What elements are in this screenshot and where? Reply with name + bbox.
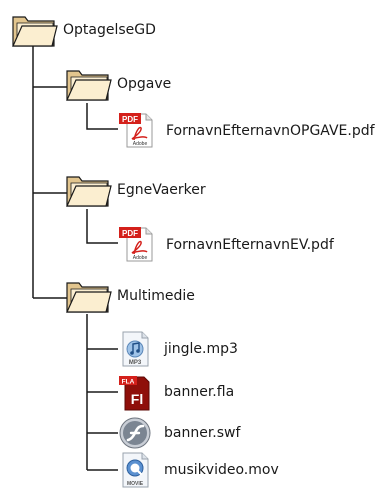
swf-icon <box>119 417 151 449</box>
pdf-icon: PDF Adobe <box>119 113 153 148</box>
file-label: jingle.mp3 <box>164 341 238 357</box>
folder-label: EgneVaerker <box>117 182 206 198</box>
file-musikvideo-mov[interactable]: MOVIE musikvideo.mov <box>118 451 279 489</box>
file-label: FornavnEfternavnEV.pdf <box>166 237 334 253</box>
pdf-icon: PDF Adobe <box>119 227 153 262</box>
root-folder-label: OptagelseGD <box>63 22 156 38</box>
file-label: banner.fla <box>164 384 235 400</box>
file-label: musikvideo.mov <box>164 462 279 478</box>
tree-root[interactable]: OptagelseGD <box>10 12 156 48</box>
pdf-badge-text: PDF <box>122 229 138 238</box>
fla-badge-text: FLA <box>122 379 135 386</box>
folder-label: Multimedie <box>117 288 195 304</box>
mp3-badge-text: MP3 <box>129 360 142 366</box>
fla-icon: FLA Fl <box>119 376 150 411</box>
adobe-brand-text: Adobe <box>133 141 148 147</box>
folder-icon <box>66 176 112 207</box>
fla-glyph-text: Fl <box>131 391 143 407</box>
mp3-icon: MP3 <box>122 331 149 367</box>
file-label: FornavnEfternavnOPGAVE.pdf <box>166 123 375 139</box>
mov-icon: MOVIE <box>122 452 149 488</box>
folder-egnevaerker[interactable]: EgneVaerker <box>64 172 206 208</box>
file-ev-pdf[interactable]: PDF Adobe FornavnEfternavnEV.pdf <box>118 224 334 262</box>
file-label: banner.swf <box>164 425 241 441</box>
file-opgave-pdf[interactable]: PDF Adobe FornavnEfternavnOPGAVE.pdf <box>118 110 375 148</box>
folder-icon <box>66 70 112 101</box>
pdf-badge-text: PDF <box>122 115 138 124</box>
folder-multimedie[interactable]: Multimedie <box>64 278 195 314</box>
folder-icon <box>12 16 58 47</box>
adobe-brand-text: Adobe <box>133 255 148 261</box>
folder-icon <box>66 282 112 313</box>
file-banner-swf[interactable]: banner.swf <box>118 415 240 451</box>
folder-opgave[interactable]: Opgave <box>64 66 171 102</box>
file-banner-fla[interactable]: FLA Fl banner.fla <box>118 373 234 411</box>
mov-badge-text: MOVIE <box>127 481 144 487</box>
folder-label: Opgave <box>117 76 172 92</box>
file-jingle-mp3[interactable]: MP3 jingle.mp3 <box>118 330 238 368</box>
